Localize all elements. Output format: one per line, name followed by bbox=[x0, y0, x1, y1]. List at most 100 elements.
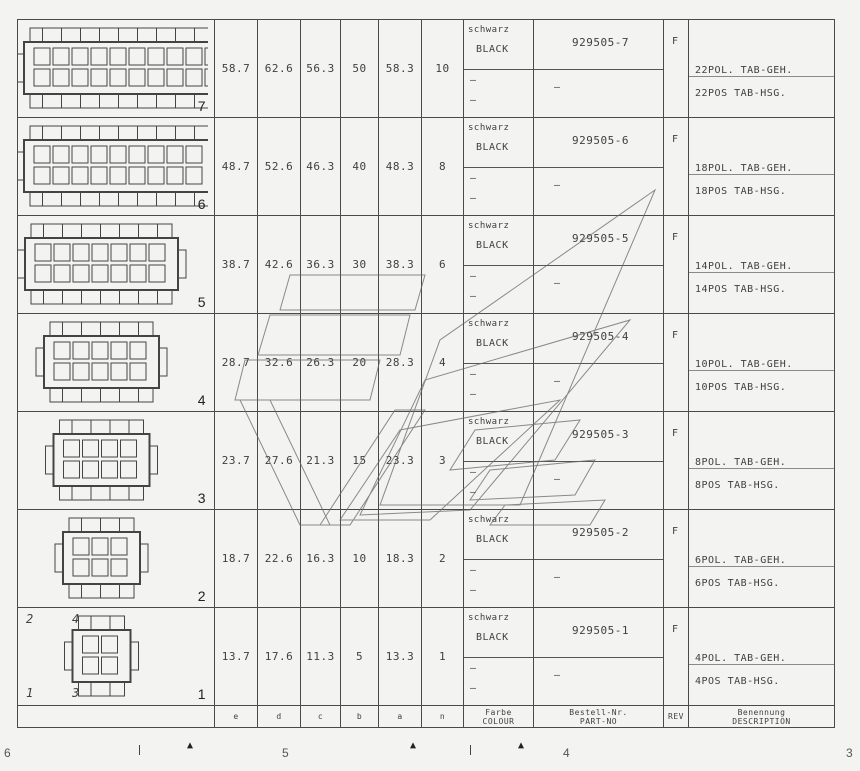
dim-e: 28.7 bbox=[214, 313, 258, 412]
dim-d: 62.6 bbox=[257, 19, 301, 118]
pin-label: 1 bbox=[26, 686, 34, 700]
dim-n: 8 bbox=[421, 117, 464, 216]
description-de: 6POL. TAB-GEH. bbox=[695, 555, 787, 566]
colour-en: BLACK bbox=[476, 142, 509, 153]
table-row: 2 4 1 3 1 13.7 17.6 11.3 5 13.3 1 schwar… bbox=[17, 607, 835, 706]
dim-c: 21.3 bbox=[300, 411, 341, 510]
divider bbox=[464, 363, 533, 364]
header-c: c bbox=[300, 705, 341, 728]
divider bbox=[464, 559, 533, 560]
dim-n: 1 bbox=[421, 607, 464, 706]
revision: F bbox=[672, 624, 679, 635]
colour-dash: – bbox=[470, 467, 477, 478]
divider bbox=[534, 167, 663, 168]
dim-d: 42.6 bbox=[257, 215, 301, 314]
description-en: 8POS TAB-HSG. bbox=[695, 480, 780, 491]
description-cell: 18POL. TAB-GEH. 18POS TAB-HSG. bbox=[688, 117, 835, 216]
table-row: 7 58.7 62.6 56.3 50 58.3 10 schwarz BLAC… bbox=[17, 19, 835, 118]
dim-b: 10 bbox=[340, 509, 379, 608]
colour-dash: – bbox=[470, 271, 477, 282]
zone-strip bbox=[0, 742, 860, 771]
description-en: 4POS TAB-HSG. bbox=[695, 676, 780, 687]
divider bbox=[534, 265, 663, 266]
description-en: 10POS TAB-HSG. bbox=[695, 382, 787, 393]
table-row: 2 18.7 22.6 16.3 10 18.3 2 schwarz BLACK… bbox=[17, 509, 835, 608]
description-cell: 6POL. TAB-GEH. 6POS TAB-HSG. bbox=[688, 509, 835, 608]
colour-de: schwarz bbox=[468, 221, 510, 231]
header-desc-en: DESCRIPTION bbox=[732, 716, 791, 726]
colour-en: BLACK bbox=[476, 338, 509, 349]
colour-cell: schwarz BLACK – – bbox=[463, 411, 534, 510]
colour-en: BLACK bbox=[476, 436, 509, 447]
connector-image-cell: 5 bbox=[17, 215, 215, 314]
position-number: 6 bbox=[197, 196, 206, 212]
part-dash: – bbox=[554, 474, 561, 485]
divider bbox=[464, 265, 533, 266]
part-cell: 929505-1 – bbox=[533, 607, 664, 706]
zone-arrow-icon: ▲ bbox=[187, 740, 194, 751]
dim-c: 46.3 bbox=[300, 117, 341, 216]
description-de: 14POL. TAB-GEH. bbox=[695, 261, 793, 272]
header-a: a bbox=[378, 705, 422, 728]
dim-d: 17.6 bbox=[257, 607, 301, 706]
part-dash: – bbox=[554, 376, 561, 387]
zone-label-3: 3 bbox=[846, 746, 853, 760]
connector-image-cell: 2 4 1 3 1 bbox=[17, 607, 215, 706]
header-part: Bestell-Nr.PART-NO bbox=[533, 705, 664, 728]
part-number: 929505-7 bbox=[572, 36, 629, 49]
table-row: 4 28.7 32.6 26.3 20 28.3 4 schwarz BLACK… bbox=[17, 313, 835, 412]
part-dash: – bbox=[554, 670, 561, 681]
part-cell: 929505-7 – bbox=[533, 19, 664, 118]
colour-de: schwarz bbox=[468, 515, 510, 525]
colour-cell: schwarz BLACK – – bbox=[463, 607, 534, 706]
parts-table: 7 58.7 62.6 56.3 50 58.3 10 schwarz BLAC… bbox=[17, 19, 835, 728]
divider bbox=[689, 566, 834, 567]
zone-label-6: 6 bbox=[4, 746, 11, 760]
pin-label: 3 bbox=[72, 686, 80, 700]
colour-cell: schwarz BLACK – – bbox=[463, 313, 534, 412]
revision: F bbox=[672, 428, 679, 439]
dim-a: 13.3 bbox=[378, 607, 422, 706]
colour-cell: schwarz BLACK – – bbox=[463, 19, 534, 118]
table-row: 3 23.7 27.6 21.3 15 23.3 3 schwarz BLACK… bbox=[17, 411, 835, 510]
colour-dash: – bbox=[470, 173, 477, 184]
colour-en: BLACK bbox=[476, 534, 509, 545]
colour-dash: – bbox=[470, 585, 477, 596]
dim-c: 36.3 bbox=[300, 215, 341, 314]
colour-de: schwarz bbox=[468, 123, 510, 133]
part-cell: 929505-5 – bbox=[533, 215, 664, 314]
dim-e: 13.7 bbox=[214, 607, 258, 706]
colour-cell: schwarz BLACK – – bbox=[463, 215, 534, 314]
colour-en: BLACK bbox=[476, 44, 509, 55]
zone-arrow-icon: ▲ bbox=[410, 740, 417, 751]
colour-en: BLACK bbox=[476, 632, 509, 643]
colour-de: schwarz bbox=[468, 25, 510, 35]
position-number: 5 bbox=[197, 294, 206, 310]
dim-e: 58.7 bbox=[214, 19, 258, 118]
dim-b: 20 bbox=[340, 313, 379, 412]
dim-n: 4 bbox=[421, 313, 464, 412]
dim-c: 16.3 bbox=[300, 509, 341, 608]
dim-a: 23.3 bbox=[378, 411, 422, 510]
divider bbox=[689, 272, 834, 273]
divider bbox=[689, 664, 834, 665]
dim-a: 28.3 bbox=[378, 313, 422, 412]
connector-image-cell: 2 bbox=[17, 509, 215, 608]
dim-e: 38.7 bbox=[214, 215, 258, 314]
part-number: 929505-5 bbox=[572, 232, 629, 245]
divider bbox=[534, 657, 663, 658]
colour-dash: – bbox=[470, 565, 477, 576]
colour-cell: schwarz BLACK – – bbox=[463, 509, 534, 608]
dim-a: 38.3 bbox=[378, 215, 422, 314]
divider bbox=[464, 167, 533, 168]
dim-d: 22.6 bbox=[257, 509, 301, 608]
part-number: 929505-6 bbox=[572, 134, 629, 147]
divider bbox=[464, 461, 533, 462]
description-cell: 4POL. TAB-GEH. 4POS TAB-HSG. bbox=[688, 607, 835, 706]
colour-dash: – bbox=[470, 193, 477, 204]
zone-tick bbox=[139, 745, 140, 755]
dim-n: 10 bbox=[421, 19, 464, 118]
dim-d: 32.6 bbox=[257, 313, 301, 412]
dim-b: 5 bbox=[340, 607, 379, 706]
revision: F bbox=[672, 330, 679, 341]
